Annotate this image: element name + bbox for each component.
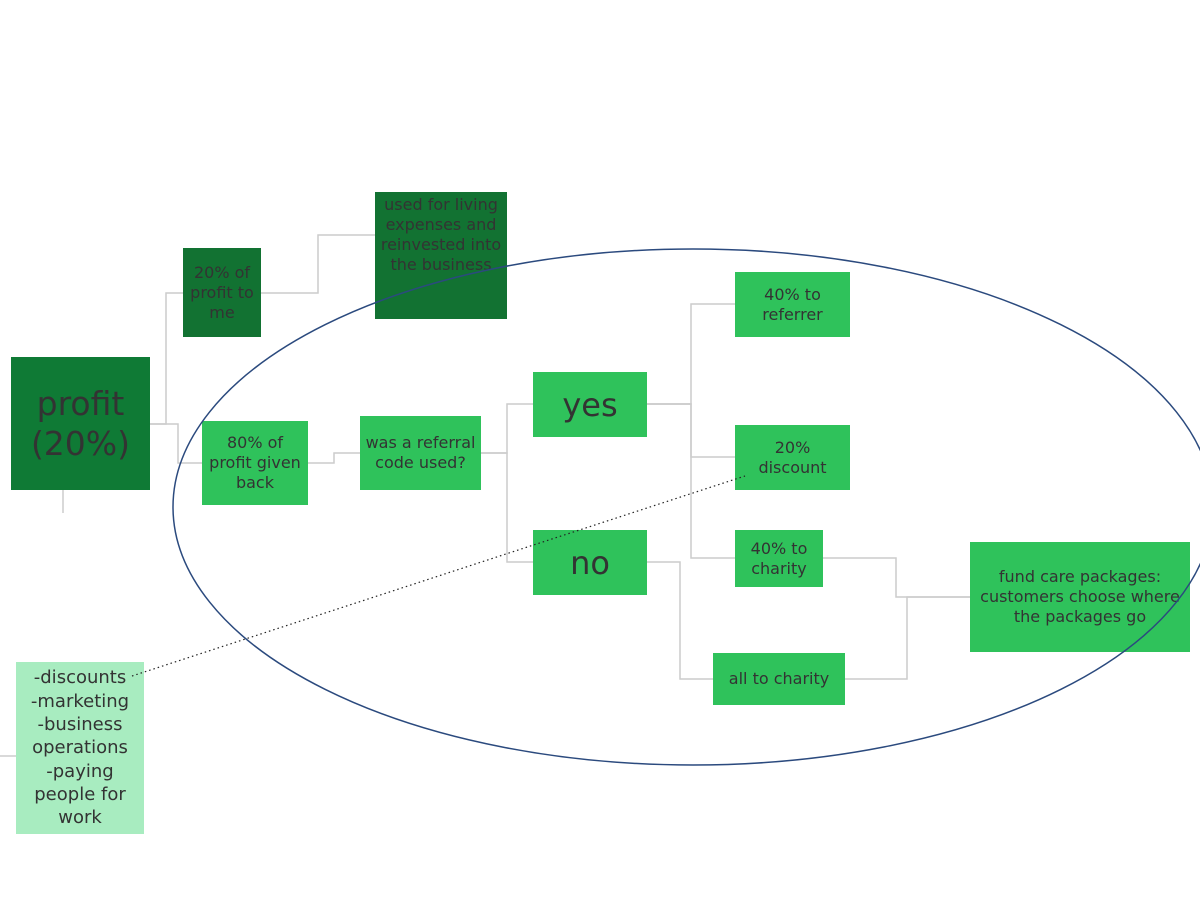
connector-back-to-referral <box>308 452 360 464</box>
connector-allcharity-to-fund <box>845 596 970 680</box>
connector-no-to-allcharity <box>647 561 713 680</box>
node-living-expenses[interactable]: used for living expenses and reinvested … <box>375 192 507 319</box>
node-profit-to-me[interactable]: 20% of profit to me <box>183 248 261 337</box>
connector-profit-to-me <box>150 292 183 425</box>
node-uses-list[interactable]: -discounts -marketing -business operatio… <box>16 662 144 834</box>
node-discount[interactable]: 20% discount <box>735 425 850 490</box>
node-profit[interactable]: profit (20%) <box>11 357 150 490</box>
node-yes[interactable]: yes <box>533 372 647 437</box>
connector-yes-to-referrer <box>647 303 735 405</box>
node-all-to-charity[interactable]: all to charity <box>713 653 845 705</box>
node-care-packages[interactable]: fund care packages: customers choose whe… <box>970 542 1190 652</box>
connector-me-to-living <box>261 234 375 294</box>
connector-referral-to-yes <box>481 403 533 454</box>
connector-yes-to-charity <box>647 403 735 559</box>
node-referral-question[interactable]: was a referral code used? <box>360 416 481 490</box>
node-no[interactable]: no <box>533 530 647 595</box>
connector-charity-to-fund <box>823 557 970 598</box>
node-profit-given-back[interactable]: 80% of profit given back <box>202 421 308 505</box>
node-to-charity[interactable]: 40% to charity <box>735 530 823 587</box>
connector-profit-to-back <box>150 423 202 464</box>
node-to-referrer[interactable]: 40% to referrer <box>735 272 850 337</box>
connector-referral-to-no <box>481 452 533 563</box>
